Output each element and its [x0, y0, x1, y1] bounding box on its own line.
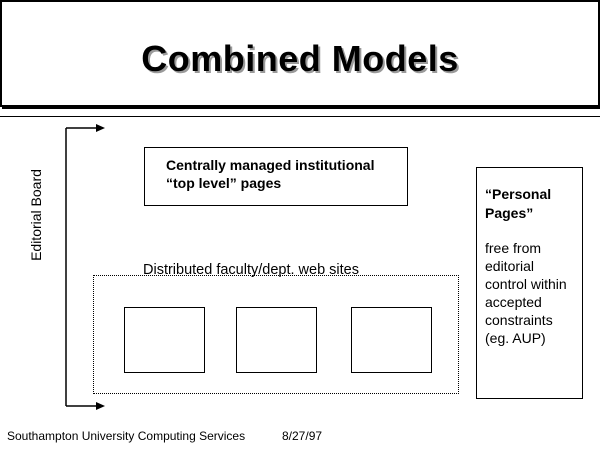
personal-title-line-1: “Personal — [485, 186, 552, 202]
personal-desc-line: constraints — [485, 312, 553, 328]
site-box-1 — [124, 307, 205, 373]
personal-pages-description: free from editorial control within accep… — [485, 239, 567, 347]
personal-title-line-2: Pages” — [485, 205, 534, 221]
central-pages-box: Centrally managed institutional “top lev… — [144, 147, 408, 206]
axis-top-arrowhead — [96, 124, 105, 132]
footer-date: 8/27/97 — [282, 429, 323, 443]
title-divider — [0, 116, 600, 117]
slide-title: Combined Models — [141, 38, 459, 79]
personal-desc-line: accepted — [485, 294, 542, 310]
site-box-2 — [236, 307, 317, 373]
distributed-sites-box — [93, 275, 459, 394]
central-line-1: Centrally managed institutional — [166, 157, 375, 173]
personal-desc-line: (eg. AUP) — [485, 330, 546, 346]
personal-desc-line: control within — [485, 276, 567, 292]
personal-pages-title: “Personal Pages” — [485, 185, 551, 223]
personal-desc-line: free from — [485, 240, 542, 256]
central-line-2: “top level” pages — [166, 175, 282, 191]
editorial-board-label: Editorial Board — [28, 169, 44, 261]
distributed-sites-label: Distributed faculty/dept. web sites — [143, 262, 359, 278]
central-pages-text: Centrally managed institutional “top lev… — [166, 156, 374, 192]
axis-bottom-arrowhead — [96, 402, 105, 410]
personal-pages-box: “Personal Pages” free from editorial con… — [476, 167, 583, 399]
footer-organization: Southampton University Computing Service… — [7, 429, 246, 443]
site-box-3 — [351, 307, 432, 373]
personal-desc-line: editorial — [485, 258, 535, 274]
title-box: Combined Models — [0, 0, 600, 107]
